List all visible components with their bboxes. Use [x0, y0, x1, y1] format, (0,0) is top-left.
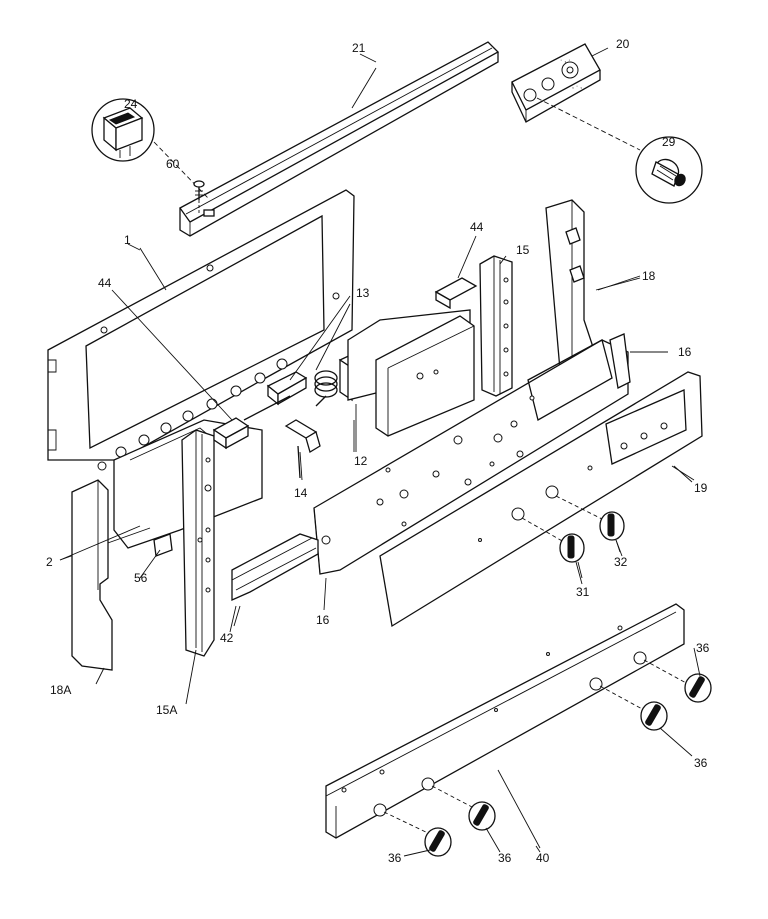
callout-21: 21: [352, 41, 366, 55]
part-1-back-panel: [47, 189, 355, 471]
part-12-switch-box: [347, 309, 475, 452]
part-14-connector: [284, 419, 321, 479]
callout-36-right: 36: [694, 756, 708, 770]
part-18a-left-strip: [71, 479, 113, 671]
callout-36-lower-mid: 36: [498, 851, 512, 865]
svg-text:, · ,: , · ,: [572, 83, 582, 90]
callout-40: 40: [536, 851, 550, 865]
part-15a-left-rail: [181, 429, 215, 657]
part-44-bracket-right: [434, 235, 478, 310]
part-36-knob-lower-mid: [431, 785, 496, 831]
part-60-screw: [193, 180, 205, 214]
callout-14: 14: [294, 486, 308, 500]
part-32-knob: [555, 495, 625, 553]
callout-32: 32: [614, 555, 628, 569]
callout-44-left: 44: [98, 276, 112, 290]
part-24-rocker-switch-inset: [91, 98, 209, 199]
callout-36-lower-left: 36: [388, 851, 402, 865]
callout-18a: 18A: [50, 683, 71, 697]
part-21-top-trim: [179, 41, 500, 237]
callout-labels: 21 20 24 29 60 1 44 44 15 18 13 16 12 14…: [46, 37, 710, 865]
part-36-knob-lower-left: [383, 811, 452, 857]
callout-24: 24: [124, 97, 138, 111]
callout-56: 56: [134, 571, 148, 585]
svg-text:· , ·: · , ·: [560, 57, 571, 64]
callout-13: 13: [356, 286, 370, 300]
callout-44-right: 44: [470, 220, 484, 234]
callout-18: 18: [642, 269, 656, 283]
part-40-manifold-panel: [325, 603, 685, 849]
callout-15a: 15A: [156, 703, 177, 717]
part-20-timer-plate: · , · , · ,: [511, 43, 601, 123]
callout-12: 12: [354, 454, 368, 468]
part-18-right-strip: [545, 199, 641, 387]
part-36-knob-upper-mid: [599, 685, 668, 731]
callout-1: 1: [124, 233, 131, 247]
part-19-front-overlay: [379, 371, 703, 628]
callout-16-lower: 16: [316, 613, 330, 627]
part-16-control-panel: [313, 333, 668, 611]
callout-2: 2: [46, 555, 53, 569]
part-42-channel: [231, 533, 319, 627]
callout-19: 19: [694, 481, 708, 495]
callout-31: 31: [576, 585, 590, 599]
part-36-knob-upper-right: [643, 659, 712, 703]
callout-20: 20: [616, 37, 630, 51]
part-44-clip-left: [111, 289, 250, 450]
callout-16-upper: 16: [678, 345, 692, 359]
part-31-knob: [521, 517, 585, 579]
leader-lines: [59, 47, 701, 857]
part-13-thermostat: [243, 295, 351, 421]
callout-60: 60: [166, 157, 180, 171]
callout-36-upper: 36: [696, 641, 710, 655]
part-15-right-rail: [479, 255, 513, 397]
part-29-knob-inset: [536, 97, 703, 204]
callout-42: 42: [220, 631, 234, 645]
callout-15: 15: [516, 243, 530, 257]
callout-29: 29: [662, 135, 676, 149]
